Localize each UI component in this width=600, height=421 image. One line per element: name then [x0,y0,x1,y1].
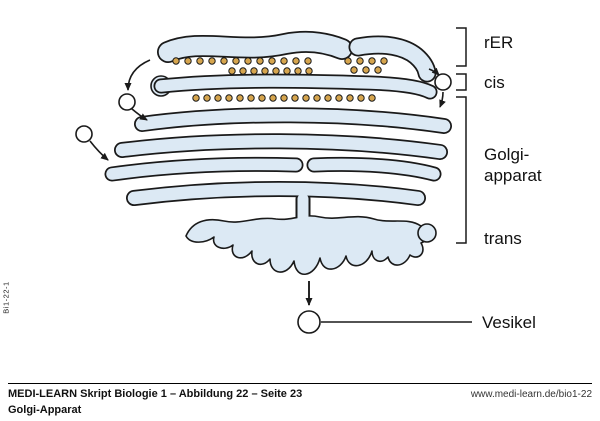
ribosome-dot [374,66,382,74]
bracket-golgi [456,96,467,244]
ribosome-dot [335,94,343,102]
footer-title: Golgi-Apparat [8,404,82,416]
ribosome-dot [357,94,365,102]
figure-code: Bi1-22-1 [1,281,11,314]
ribosome-dot [356,57,364,65]
ribosome-dot [225,94,233,102]
vesicle-left-lower [75,125,93,143]
ribosome-dot [294,67,302,75]
footer-url[interactable]: www.medi-learn.de/bio1-22 [470,389,592,400]
ribosome-dot [250,67,258,75]
ribosome-dot [350,66,358,74]
ribosome-dots [172,57,388,102]
label-rer: rER [484,33,513,52]
ribosome-dot [208,57,216,65]
label-trans: trans [484,229,522,248]
arrow-vesicle-to-cis [131,108,148,121]
ribosome-dot [344,57,352,65]
ribosome-dot [304,57,312,65]
secreted-vesicle [297,310,321,334]
annotation-brackets [456,27,467,244]
ribosome-dot [292,57,300,65]
ribosome-dot [236,94,244,102]
bracket-rer [456,27,467,67]
golgi-diagram: rER cis Golgi- apparat trans Vesikel [75,27,542,334]
vesicle-left-top [118,93,136,111]
bracket-cis [456,73,467,91]
arrow-vesicle-to-stack-left [89,140,109,161]
ribosome-dot [247,94,255,102]
ribosome-dot [362,66,370,74]
trans-side-vesicle [417,223,437,243]
vesicle-right-top [434,73,452,91]
ribosome-dot [256,57,264,65]
ribosome-dot [305,67,313,75]
ribosome-dot [291,94,299,102]
ribosome-dot [380,57,388,65]
ribosome-dot [272,67,280,75]
rer-cisternae [150,42,430,96]
ribosome-dot [244,57,252,65]
ribosome-dot [192,94,200,102]
ribosome-dot [172,57,180,65]
ribosome-dot [228,67,236,75]
arrow-vesicle-to-stack-right [439,91,446,108]
ribosome-dot [261,67,269,75]
ribosome-dot [258,94,266,102]
ribosome-dot [302,94,310,102]
trans-golgi-network [185,215,428,275]
label-golgi-line2: apparat [484,166,542,185]
label-cis: cis [484,73,505,92]
ribosome-dot [324,94,332,102]
ribosome-dot [268,57,276,65]
ribosome-dot [214,94,222,102]
diagram-labels: rER cis Golgi- apparat trans Vesikel [482,33,542,332]
ribosome-dot [368,57,376,65]
ribosome-dot [269,94,277,102]
ribosome-dot [283,67,291,75]
ribosome-dot [196,57,204,65]
footer-caption: MEDI-LEARN Skript Biologie 1 – Abbildung… [8,388,303,400]
ribosome-dot [220,57,228,65]
secretion [297,281,472,334]
ribosome-dot [280,94,288,102]
ribosome-dot [313,94,321,102]
ribosome-dot [232,57,240,65]
ribosome-dot [368,94,376,102]
golgi-stack [112,115,444,275]
ribosome-dot [203,94,211,102]
transport-vesicles [75,59,452,161]
ribosome-dot [346,94,354,102]
ribosome-dot [239,67,247,75]
ribosome-dot [184,57,192,65]
footer-divider [8,383,592,384]
label-vesikel: Vesikel [482,313,536,332]
label-golgi-line1: Golgi- [484,145,529,164]
ribosome-dot [280,57,288,65]
arrow-er-to-vesicle-left [124,59,151,91]
